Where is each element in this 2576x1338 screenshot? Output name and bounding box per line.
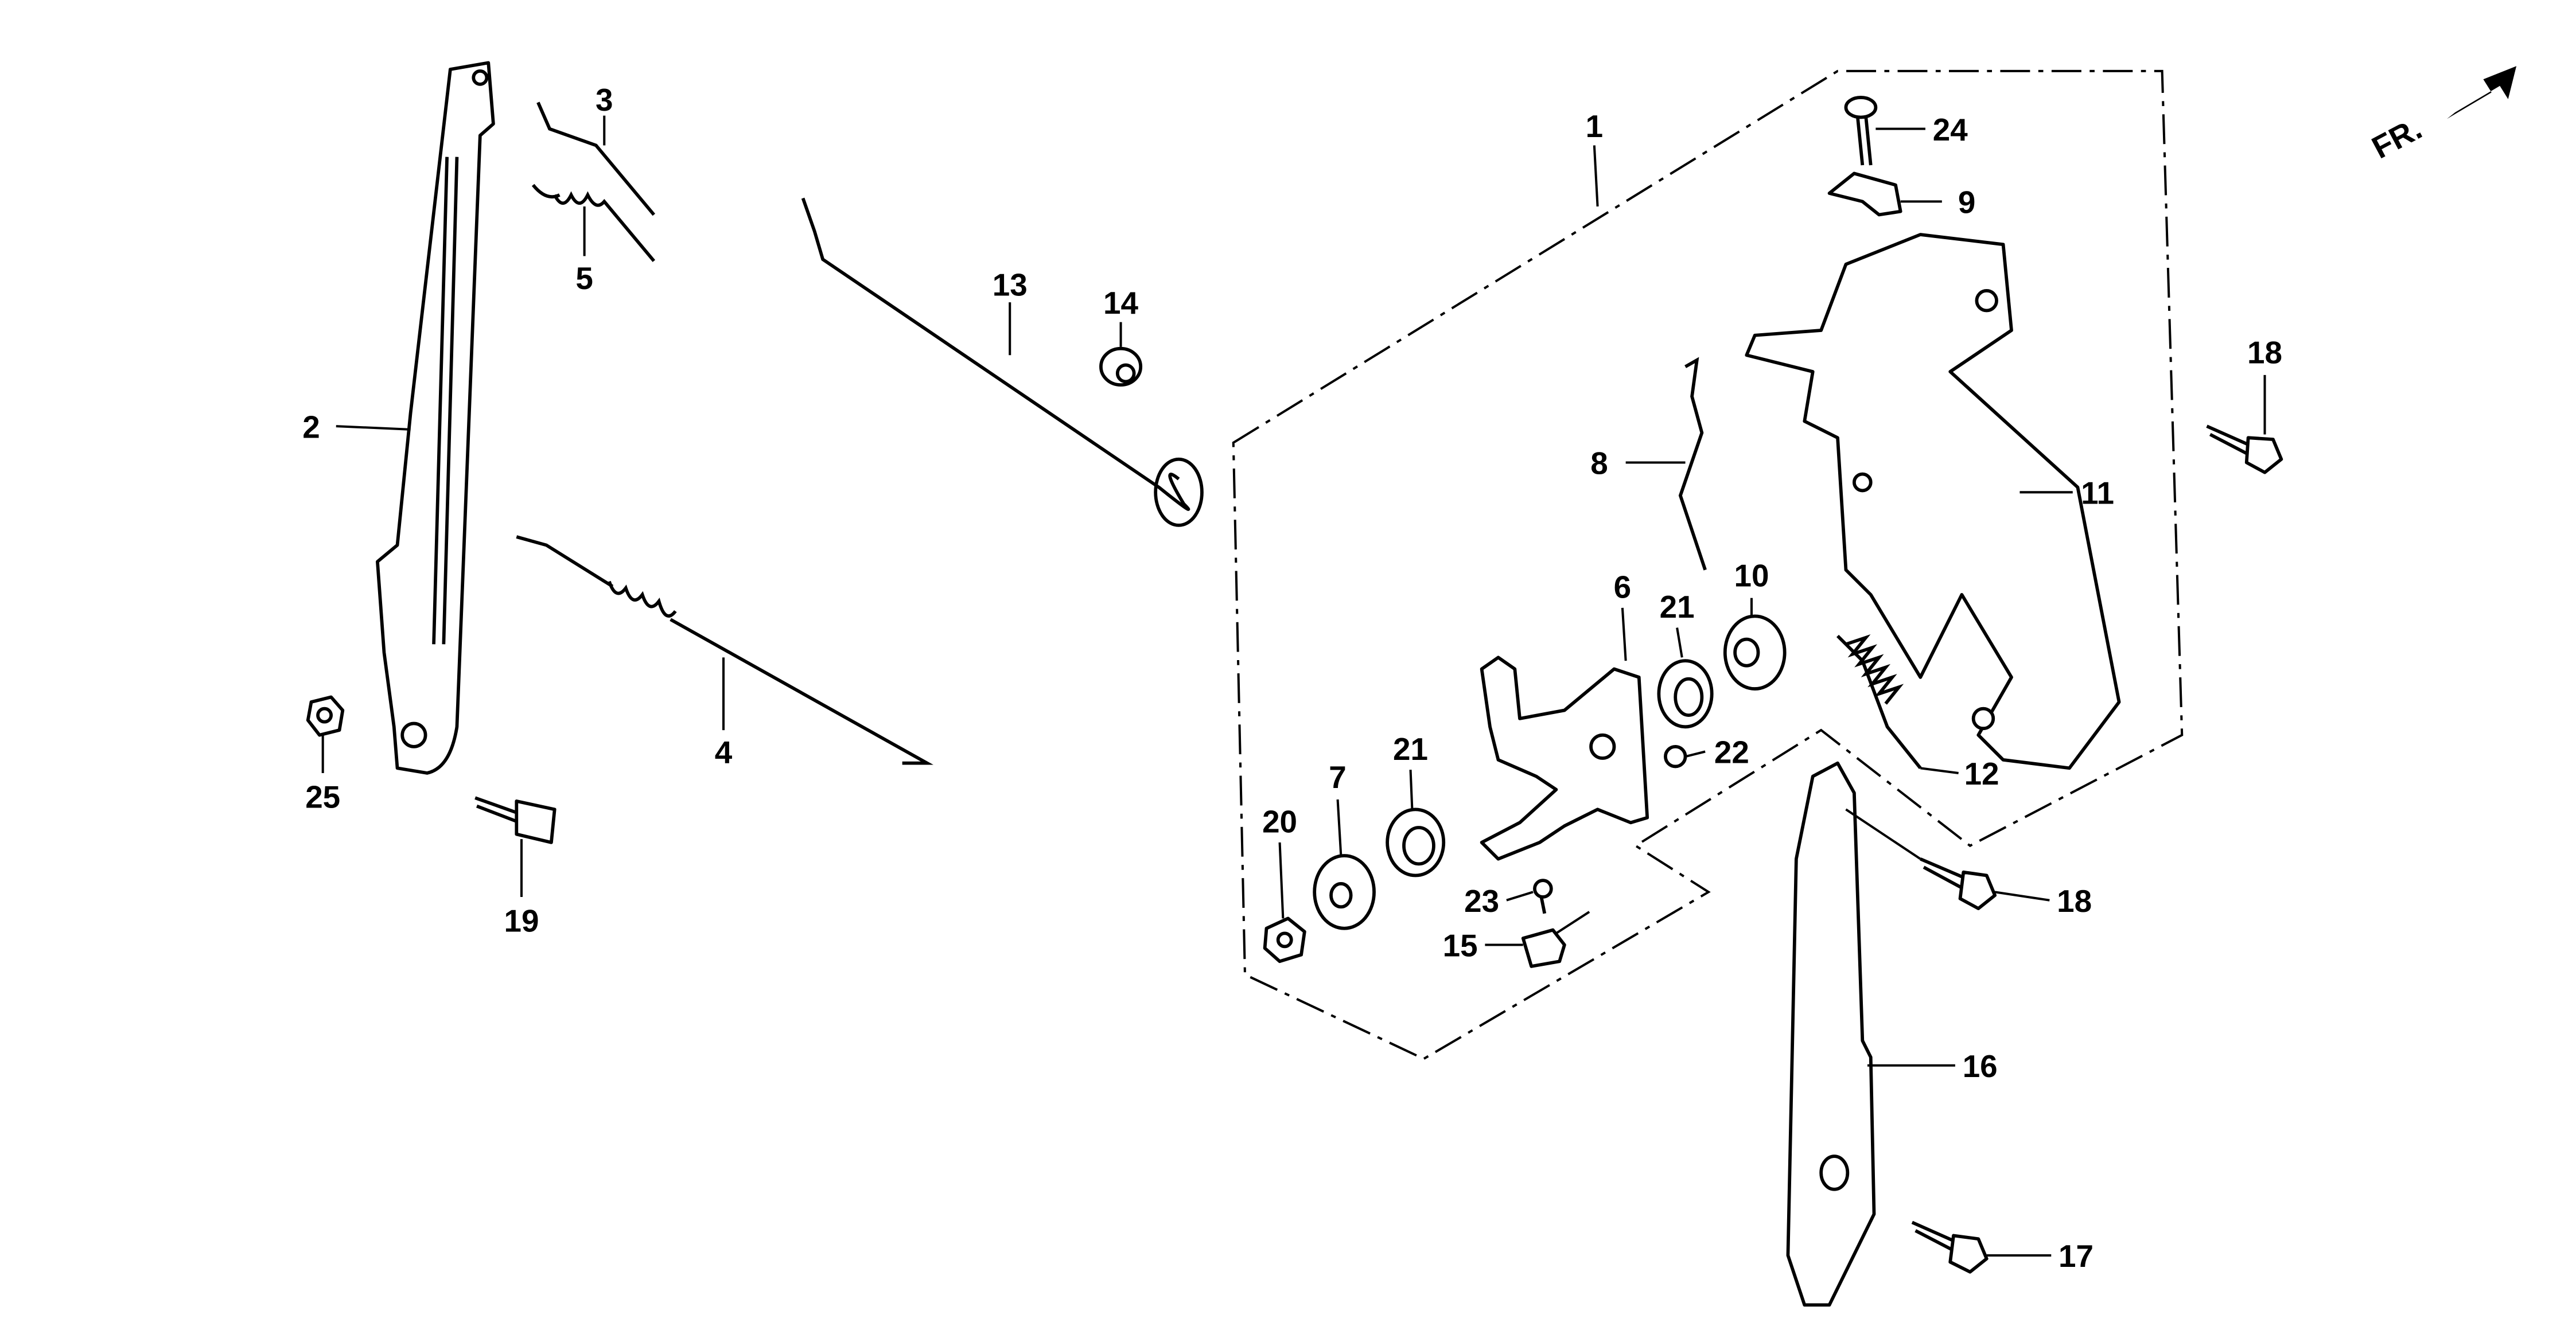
part-2-arm [376, 61, 495, 775]
part-16-lever [1786, 761, 1876, 1307]
front-direction-arrow: FR. [2366, 66, 2517, 165]
direction-label: FR. [2366, 110, 2427, 165]
callout-4: 4 [715, 735, 733, 770]
part-15-nut [1521, 928, 1566, 968]
part-23-screw [1533, 879, 1553, 914]
callout-9: 9 [1958, 185, 1975, 220]
callout-1: 1 [1586, 108, 1603, 144]
callout-25: 25 [305, 779, 340, 814]
part-4-rod [516, 535, 933, 765]
part-21-washer-upper [1657, 659, 1714, 729]
callout-14: 14 [1103, 285, 1139, 321]
callout-7: 7 [1329, 759, 1346, 795]
callout-21-upper: 21 [1660, 589, 1695, 625]
callout-5: 5 [575, 260, 593, 296]
callout-2: 2 [302, 409, 320, 444]
assembly-1-boundary [1232, 69, 2184, 1060]
part-14-grommet [1099, 346, 1143, 387]
part-2-slot [432, 157, 459, 645]
part-11-hole [1852, 472, 1873, 493]
part-4-spring [608, 580, 677, 618]
part-10-collar [1723, 614, 1787, 691]
callout-18-lower: 18 [2057, 883, 2092, 919]
part-13-loop [1154, 457, 1204, 527]
part-25-nut [306, 695, 345, 737]
part-18-bolt-upper [2206, 424, 2283, 474]
part-8-wire [1678, 357, 1707, 571]
leader-lines [321, 115, 2266, 1257]
callout-18-upper: 18 [2247, 335, 2282, 370]
callout-24: 24 [1933, 112, 1968, 147]
part-19-bolt [474, 796, 557, 844]
callout-22: 22 [1714, 735, 1749, 770]
callout-15: 15 [1443, 928, 1478, 963]
callout-8: 8 [1590, 446, 1608, 481]
part-20-nut [1263, 916, 1306, 963]
part-2-hole [400, 721, 427, 748]
callout-12: 12 [1964, 756, 1999, 791]
part-22-clip [1664, 744, 1687, 769]
part-2-top-hole [472, 69, 489, 86]
callout-10: 10 [1734, 558, 1769, 594]
part-5-spring [531, 184, 656, 262]
part-3-spring-link [536, 102, 656, 216]
part-11-bracket [1745, 233, 2121, 770]
callout-13: 13 [993, 267, 1028, 303]
callout-11: 11 [2081, 475, 2114, 511]
part-17-bolt [1911, 1220, 1989, 1274]
part-6-hole [1589, 733, 1616, 760]
callout-20: 20 [1262, 804, 1297, 840]
callout-16: 16 [1963, 1048, 1998, 1084]
callout-21-lower: 21 [1393, 731, 1428, 767]
callout-labels: 1 2 3 4 5 6 7 8 9 10 11 12 13 14 15 16 1… [302, 82, 2282, 1274]
callout-19: 19 [504, 903, 539, 939]
part-24-screw [1844, 96, 1878, 166]
part-9-clip [1827, 171, 1902, 217]
part-21-washer-lower [1386, 808, 1446, 877]
callout-3: 3 [596, 82, 613, 118]
part-11-hole [1975, 289, 1998, 313]
part-7-washer [1313, 854, 1376, 930]
callout-23: 23 [1464, 883, 1499, 919]
part-13-rod [801, 197, 1190, 511]
callout-17: 17 [2059, 1238, 2094, 1274]
part-12-spring [1836, 634, 1922, 770]
part-11-hole [1971, 707, 1995, 731]
part-12-coils [1845, 634, 1904, 705]
part-6-lever [1480, 656, 1649, 861]
part-18-bolt-lower [1920, 857, 1997, 911]
callout-6: 6 [1614, 569, 1631, 605]
arrow-icon [2446, 66, 2517, 119]
part-16-hole [1819, 1154, 1850, 1191]
